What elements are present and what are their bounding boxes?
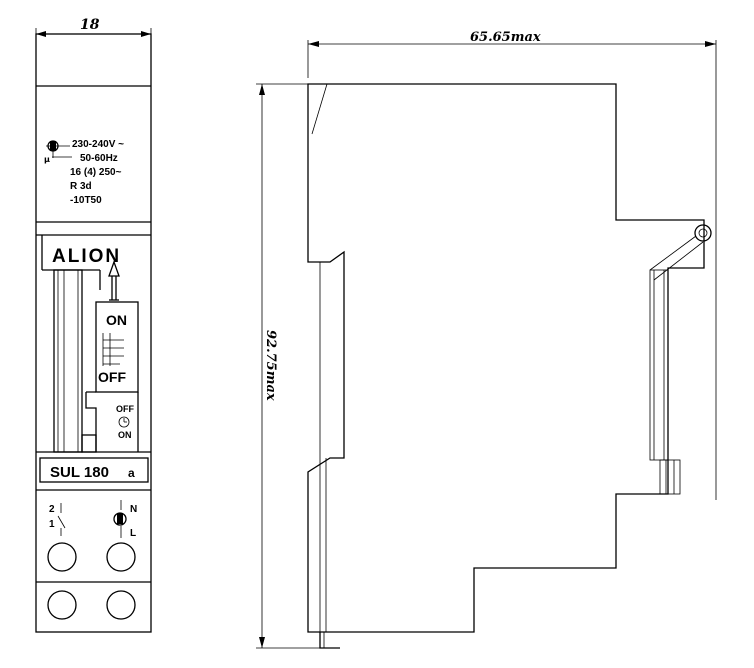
switch-segment-icon [102,333,124,366]
model-name: SUL 180 [50,464,109,481]
rating-r: R 3d [70,181,92,192]
switch-off-label: OFF [98,369,126,385]
up-arrow-icon [108,260,120,301]
height-dimension: 92.75max [256,83,330,649]
front-width-dimension: 18 [35,17,152,40]
terminal-2-label: 2 [49,504,55,515]
rating-block: μ 230-240V ~ 50-60Hz 16 (4) 250~ R 3d -1… [44,139,124,206]
front-width-label: 18 [80,17,100,33]
terminal-l-label: L [130,528,136,539]
timer-indicator: OFF ON [85,391,139,452]
svg-text:μ: μ [44,155,50,164]
switch-slot [53,269,97,453]
front-view: 18 μ 230-240V ~ 50-60Hz 16 (4) 250~ R 3d… [35,17,152,633]
screw-terminals [47,542,136,620]
brand-name: ALION [52,246,121,267]
housing-outline [307,83,705,633]
side-width-dimension: 65.65max [307,30,717,500]
rating-voltage: 230-240V ~ [72,139,124,150]
terminal-n-label: N [130,504,137,515]
brand-panel: ALION [36,234,151,301]
rating-frequency: 50-60Hz [80,153,118,164]
model-suffix: a [128,466,135,480]
side-view: 65.65max 92.75max [256,30,717,649]
model-panel: SUL 180 a [36,451,151,483]
rating-current: 16 (4) 250~ [70,167,122,178]
terminal-markings: 2 1 N L [49,500,137,539]
on-off-switch[interactable]: ON OFF [95,301,139,393]
side-width-label: 65.65max [470,30,541,45]
switch-on-label: ON [106,312,127,328]
hinge [649,224,712,281]
terminal-1-label: 1 [49,519,55,530]
timer-on-label: ON [118,430,132,440]
height-label: 92.75max [263,330,278,401]
din-clip [649,269,681,495]
timer-off-label: OFF [116,404,134,414]
bottom-foot [319,632,340,649]
rating-temperature: -10T50 [70,195,102,206]
clock-icon [118,416,130,428]
